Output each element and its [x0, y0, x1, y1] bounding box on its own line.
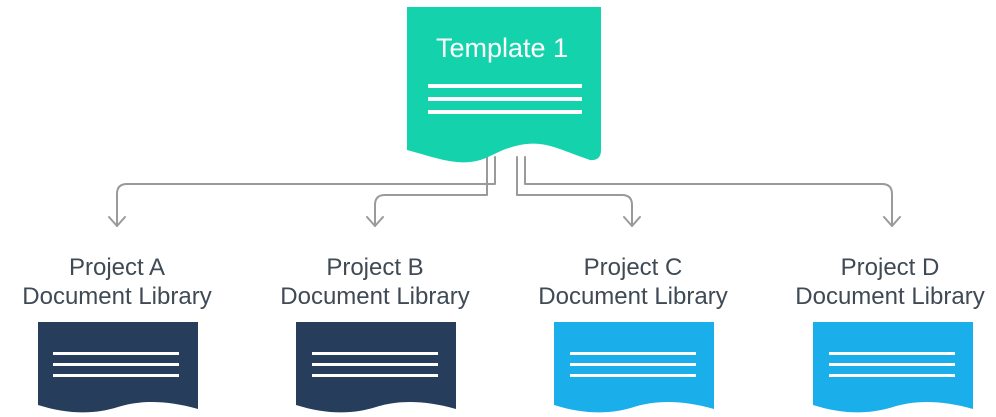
library-type: Document Library — [280, 283, 470, 310]
library-name: Project A — [68, 254, 166, 281]
template-text-line-3 — [428, 110, 582, 114]
library-document-icon-b — [296, 322, 456, 413]
connectors — [108, 156, 901, 227]
arrowhead-project-d — [883, 216, 901, 227]
library-document-shape-a — [38, 322, 198, 413]
library-b-text-line-2 — [312, 363, 438, 366]
arrowhead-project-c — [623, 216, 641, 227]
library-document-shape-d — [813, 322, 973, 413]
library-name: Project C — [583, 254, 683, 281]
library-c-text-line-1 — [570, 352, 696, 355]
library-label-project-a: Project A Document Library — [6, 253, 228, 311]
connector-to-project-c — [516, 156, 633, 227]
library-name: Project D — [840, 254, 940, 281]
library-document-shape-c — [554, 322, 714, 413]
library-label-project-d: Project D Document Library — [779, 253, 996, 311]
template-text-line-2 — [428, 97, 582, 101]
library-document-icon-c — [554, 322, 714, 413]
library-d-text-line-3 — [829, 374, 955, 377]
library-c-text-line-2 — [570, 363, 696, 366]
template-title: Template 1 — [435, 33, 569, 63]
library-b-text-line-3 — [312, 374, 438, 377]
connector-to-project-a — [116, 156, 496, 227]
library-document-icon-d — [813, 322, 973, 413]
library-c-text-line-3 — [570, 374, 696, 377]
library-b-text-line-1 — [312, 352, 438, 355]
library-a-text-line-1 — [53, 352, 179, 355]
library-type: Document Library — [795, 283, 985, 310]
library-d-text-line-1 — [829, 352, 955, 355]
template-text-line-1 — [428, 84, 582, 88]
library-a-text-line-3 — [53, 374, 179, 377]
library-label-project-c: Project C Document Library — [522, 253, 744, 311]
library-document-shape-b — [296, 322, 456, 413]
library-a-text-line-2 — [53, 363, 179, 366]
library-d-text-line-2 — [829, 363, 955, 366]
connector-to-project-d — [524, 156, 893, 227]
arrowhead-project-a — [108, 216, 126, 227]
library-document-icon-a — [38, 322, 198, 413]
library-type: Document Library — [22, 283, 212, 310]
library-type: Document Library — [538, 283, 728, 310]
connector-to-project-b — [374, 156, 488, 227]
library-label-project-b: Project B Document Library — [264, 253, 486, 311]
arrowhead-project-b — [366, 216, 384, 227]
template-document-icon — [407, 7, 601, 163]
library-name: Project B — [326, 254, 424, 281]
